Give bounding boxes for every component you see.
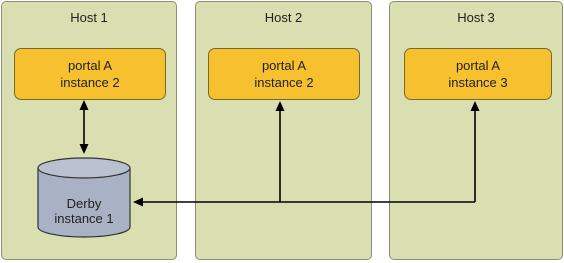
derby-label-line1: Derby	[66, 196, 102, 211]
portal-host3-line1: portal A	[455, 58, 501, 73]
portal1-db-double-arrow	[79, 100, 89, 154]
portal-host2-line2: instance 2	[254, 75, 314, 90]
portal-a-host1: portal A instance 2	[14, 48, 166, 100]
remote-db-connector	[133, 101, 480, 207]
host-2-title: Host 2	[264, 10, 303, 25]
portal-host2-line1: portal A	[261, 58, 307, 73]
portal-host1-line2: instance 2	[60, 75, 120, 90]
portal-host3-line2: instance 3	[448, 75, 508, 90]
host-1-title: Host 1	[70, 10, 108, 25]
portal-a-host3: portal A instance 3	[404, 48, 552, 100]
host-3-box: Host 3 portal A instance 3	[389, 1, 563, 260]
portal-host1-line1: portal A	[67, 58, 113, 73]
derby-label-line2: instance 1	[54, 211, 114, 226]
host-3-title: Host 3	[457, 10, 495, 25]
host-2-box: Host 2 portal A instance 2	[195, 1, 372, 260]
derby-database-icon	[37, 157, 131, 238]
portal-a-host2: portal A instance 2	[208, 48, 360, 100]
derby-label: Derby instance 1	[38, 196, 130, 226]
